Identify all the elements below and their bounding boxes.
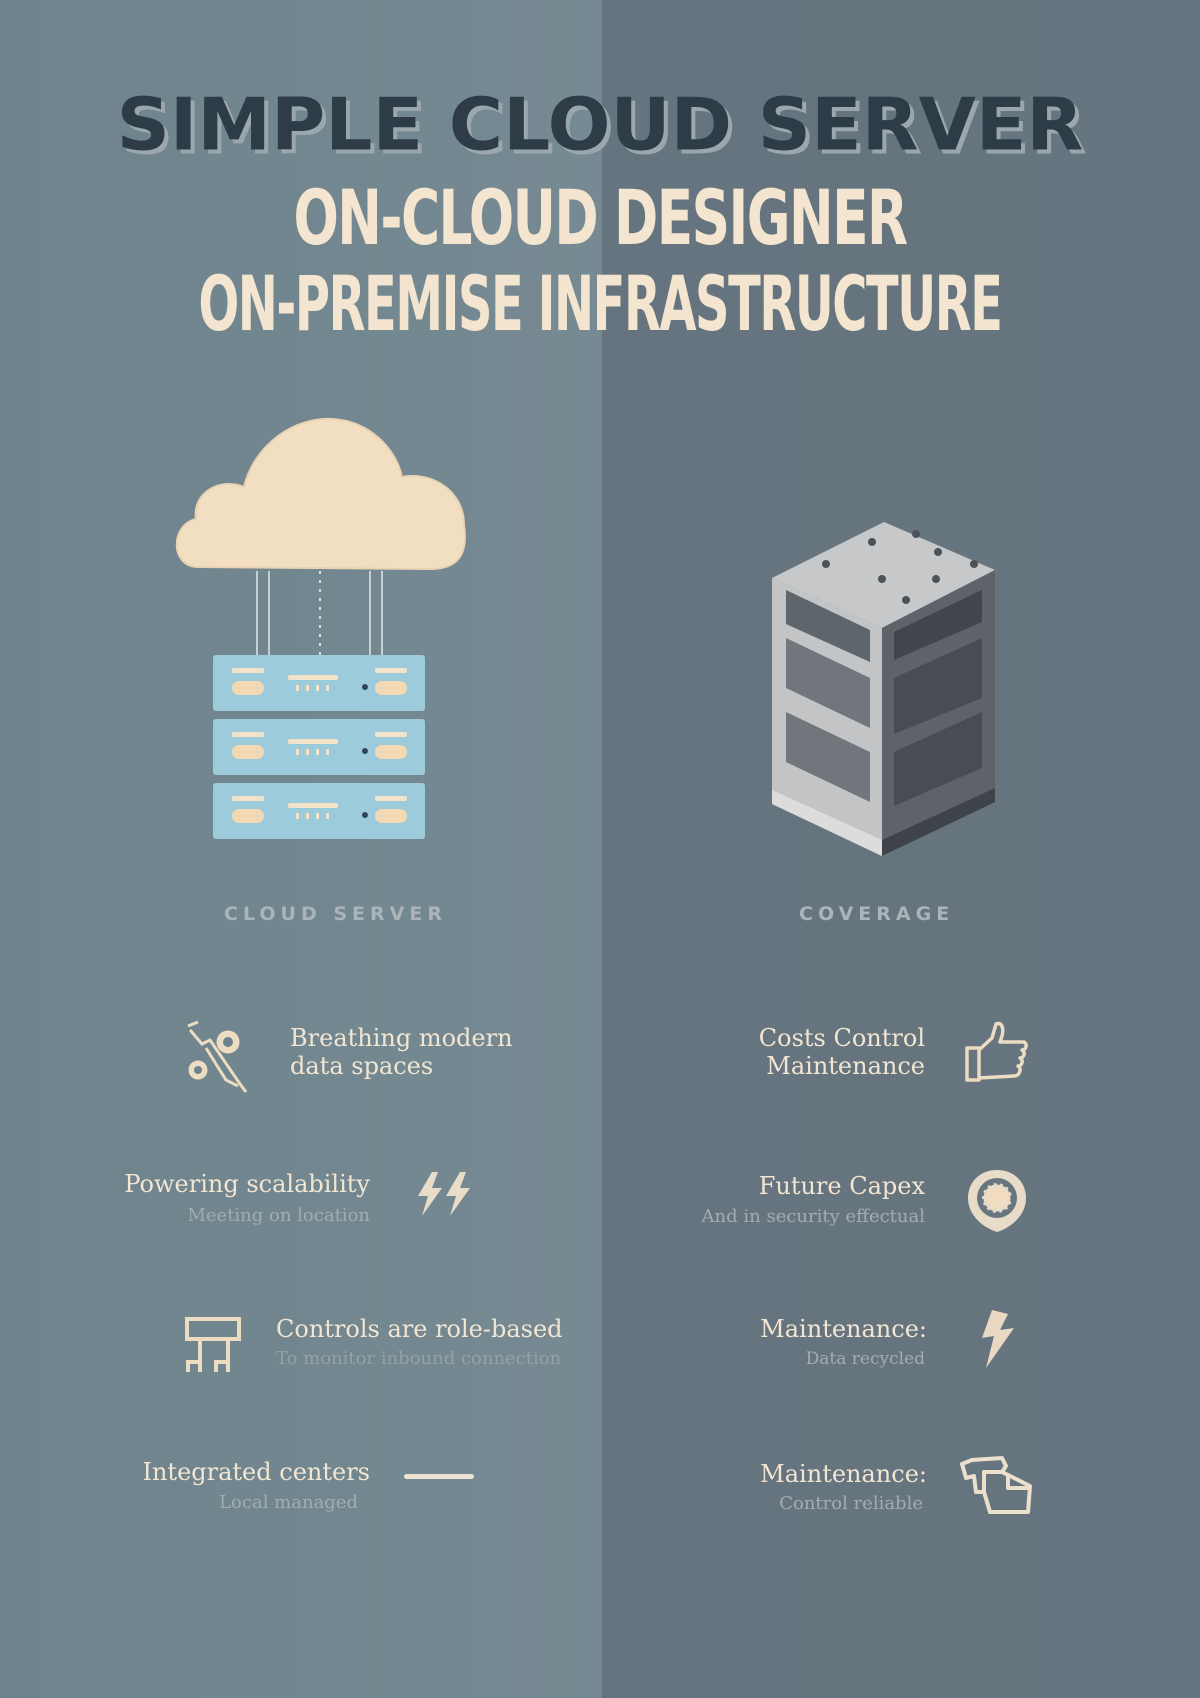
feature-title: Costs Control <box>758 1024 925 1052</box>
feature-title: Powering scalability <box>124 1170 370 1198</box>
gears-wrench-icon <box>180 1018 265 1096</box>
feature-title: Integrated centers <box>142 1458 370 1486</box>
dash-icon <box>404 1474 474 1479</box>
shield-gear-icon <box>966 1168 1028 1234</box>
left-panel <box>0 0 602 1698</box>
feature-title: Maintenance: <box>760 1315 927 1343</box>
subtitle-line-1: ON-CLOUD DESIGNER <box>293 173 909 262</box>
subtitle-line-2: ON-PREMISE INFRASTRUCTURE <box>198 259 1002 348</box>
lightning-icon <box>978 1310 1018 1368</box>
feature-subtitle: Meeting on location <box>187 1205 370 1226</box>
feature-title: Maintenance: <box>760 1460 927 1488</box>
feature-subtitle: Data recycled <box>805 1349 925 1369</box>
feature-title-line-2: data spaces <box>290 1052 434 1080</box>
box-icon <box>958 1454 1034 1520</box>
feature-title: Breathing modern <box>290 1024 513 1052</box>
feature-subtitle: Local managed <box>219 1492 358 1513</box>
feature-subtitle: Control reliable <box>779 1493 923 1514</box>
cloud-server-label: CLOUD SERVER <box>224 903 447 925</box>
hierarchy-icon <box>184 1316 244 1374</box>
server-unit <box>213 655 425 711</box>
right-panel <box>602 0 1200 1698</box>
feature-subtitle: And in security effectual <box>701 1206 925 1227</box>
cloud-server-icon <box>170 415 480 845</box>
page-title: SIMPLE CLOUD SERVER <box>116 82 1084 168</box>
datacenter-building-icon <box>770 522 1000 858</box>
double-lightning-icon <box>416 1172 476 1216</box>
coverage-label: COVERAGE <box>799 903 955 925</box>
feature-subtitle: To monitor inbound connection <box>276 1348 562 1369</box>
feature-title-line-2: Maintenance <box>766 1052 925 1080</box>
feature-title: Controls are role-based <box>276 1315 563 1343</box>
feature-title: Future Capex <box>758 1172 925 1200</box>
thumbs-up-icon <box>964 1020 1030 1084</box>
